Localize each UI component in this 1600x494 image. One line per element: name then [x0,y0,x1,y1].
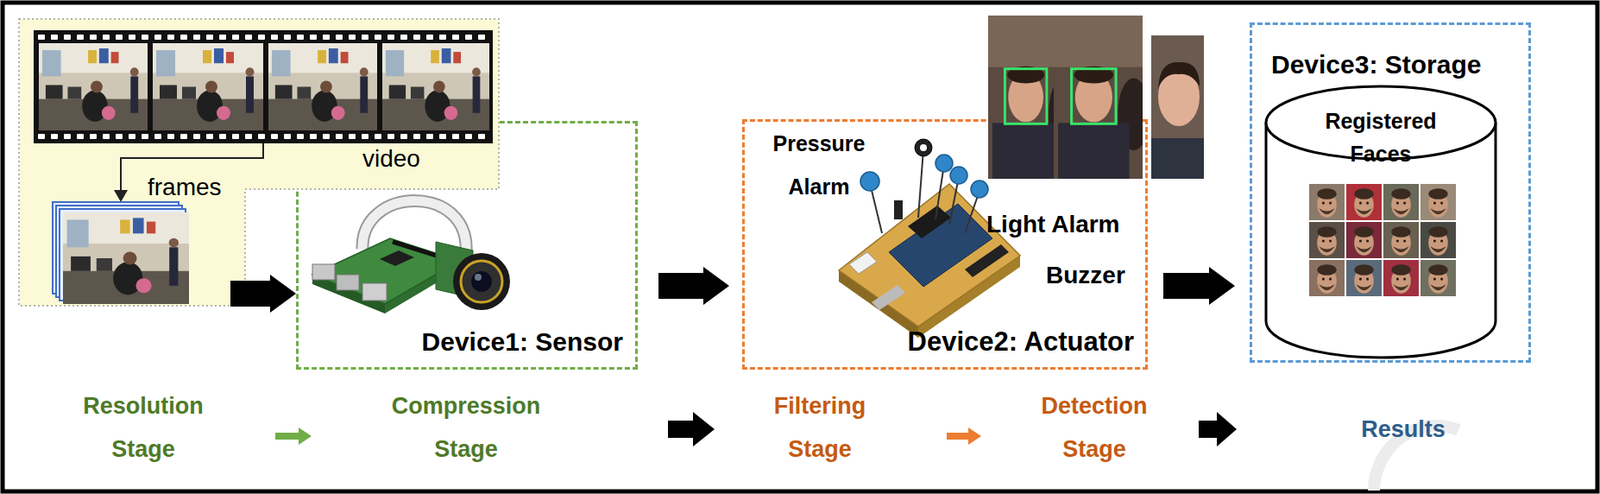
video-region: video frames [18,18,500,307]
stage-arrow [946,427,982,445]
stage-label: Results [1334,407,1473,451]
stage-arrow [275,427,312,445]
database-cylinder: Registered Faces [1263,86,1499,361]
actuator-module [888,203,993,287]
flow-arrow [1163,266,1235,305]
ethernet-port [362,283,387,301]
white-connector [849,251,877,274]
region-outline [18,18,500,307]
face-crop-hair [1158,62,1200,89]
pin-head [970,180,989,198]
node-label: Registered Faces [1303,104,1459,171]
face-crop-photo [1151,35,1204,179]
node-label: Device3: Storage [1271,49,1481,81]
stage-arrow [667,411,715,447]
component-label: Pressure Alarm [758,121,880,208]
camera-lens-ring [460,260,503,303]
pin-head [914,138,933,157]
component-label: Light Alarm [986,208,1121,240]
node-label: frames [147,172,222,202]
storage-device-box: Device3: StorageRegistered Faces [1249,22,1531,363]
pin-head [935,154,953,172]
card-slot [871,284,906,310]
stage-label: Resolution Stage [65,384,221,471]
stage-label: Compression Stage [375,384,557,471]
stage-label: Detection Stage [1020,384,1168,471]
region-fill [18,18,499,306]
stage-label: Filtering Stage [755,384,885,471]
usb-port [336,274,360,290]
camera-lens-glass [471,270,492,292]
usb-port [312,264,335,280]
node-label: Device2: Actuator [907,326,1134,358]
pin-header [964,244,1009,278]
camera-lens-body [453,252,511,310]
detection-photo [988,15,1079,179]
flow-arrow [658,266,730,305]
actuator-chip [907,205,952,239]
stage-arrow [1198,411,1237,447]
pin-head [860,171,880,191]
detection-photo [1053,15,1150,179]
jumper [894,200,903,220]
node-label: Device1: Sensor [422,326,624,358]
frames-stack: frames [52,201,231,304]
face-crop-face [1158,67,1200,126]
sensor-pin [935,164,945,220]
actuator-board [838,183,1021,327]
sensor-pin [918,149,924,218]
component-label: Buzzer [1045,259,1126,291]
pin-head [950,166,968,184]
node-label: video [362,144,421,174]
face-crop-shirt [1151,138,1204,179]
pi-chip [379,250,415,266]
actuator-device-box: Device2: Actuator [742,119,1148,370]
lens-highlight [474,273,482,281]
pin-head-mark [919,144,927,152]
